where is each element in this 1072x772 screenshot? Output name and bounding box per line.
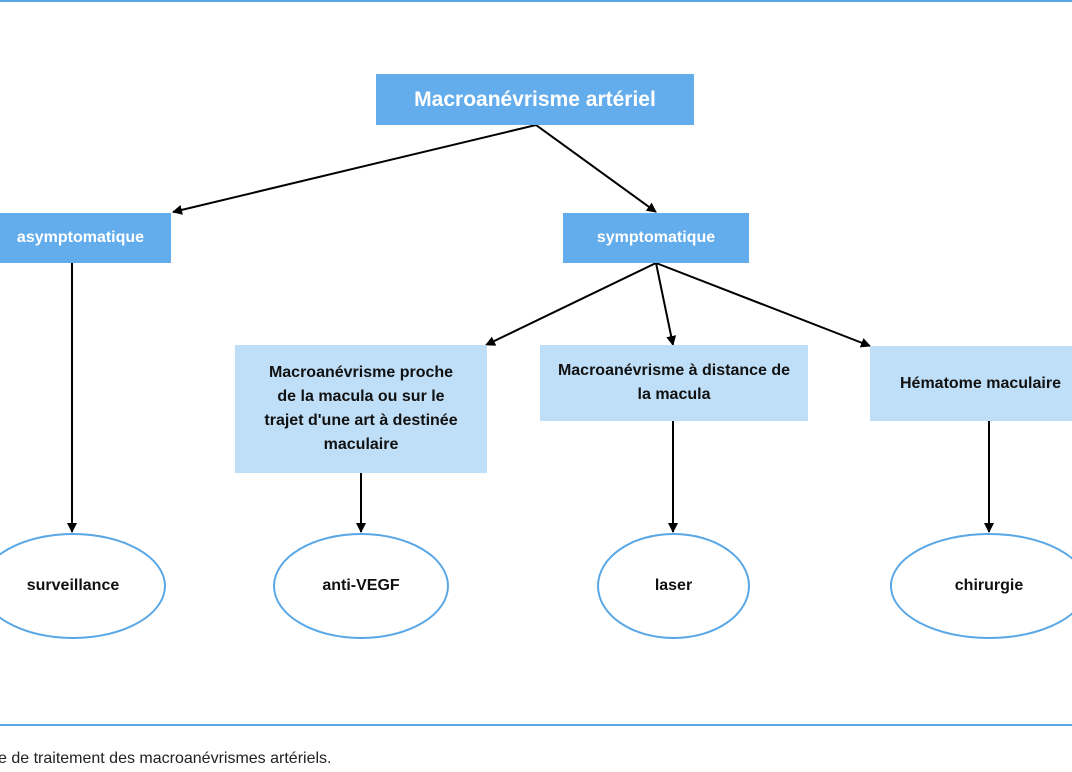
distant-macula-node: Macroanévrisme à distance de la macula: [540, 345, 808, 421]
figure-caption: e de traitement des macroanévrismes arté…: [0, 750, 332, 767]
arrow-symptomatic-to-near-macula: [485, 262, 657, 346]
arrow-root-to-symptomatic: [535, 124, 657, 213]
arrow-symptomatic-to-hematoma: [655, 262, 871, 348]
arrow-symptomatic-to-distant-macula: [655, 262, 677, 346]
near-macula-node: Macroanévrisme proche de la macula ou su…: [235, 345, 487, 473]
top-rule: [0, 0, 1072, 2]
laser-node: laser: [597, 533, 750, 639]
surgery-node: chirurgie: [890, 533, 1072, 639]
symptomatic-node: symptomatique: [563, 213, 749, 263]
asymptomatic-node: asymptomatique: [0, 213, 171, 263]
hematoma-node: Hématome maculaire: [870, 346, 1072, 421]
bottom-rule: [0, 724, 1072, 726]
arrow-root-to-asymptomatic: [172, 124, 537, 215]
root-node: Macroanévrisme artériel: [376, 74, 694, 125]
anti-vegf-node: anti-VEGF: [273, 533, 449, 639]
surveillance-node: surveillance: [0, 533, 166, 639]
